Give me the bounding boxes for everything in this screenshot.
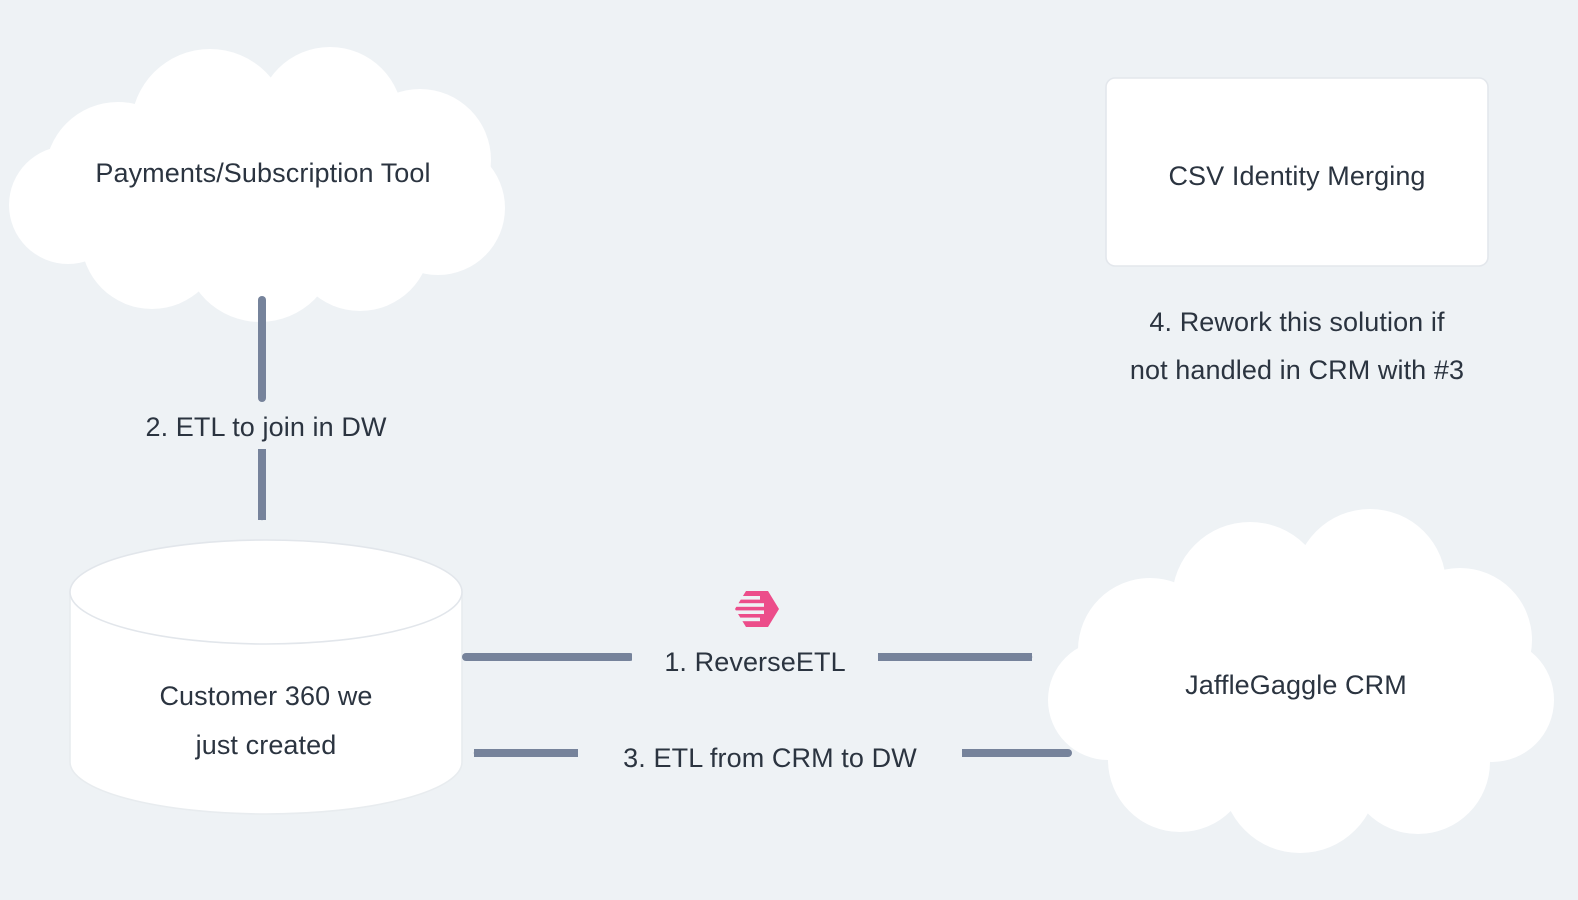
node-customer-360-warehouse[interactable] (69, 539, 463, 815)
annotation-rework-line1: 4. Rework this solution if (1149, 307, 1445, 337)
node-csv-identity-merging[interactable] (1105, 77, 1489, 267)
edge-label-etl-to-join-in-dw[interactable]: 2. ETL to join in DW (110, 406, 422, 450)
node-payments-subscription-tool[interactable] (9, 47, 505, 322)
node-jafflegaggle-crm[interactable] (1048, 509, 1554, 853)
edge-label-reverse-etl[interactable]: 1. ReverseETL (632, 641, 878, 685)
annotation-rework-line2: not handled in CRM with #3 (1129, 355, 1465, 385)
edge-label-etl-from-crm-to-dw[interactable]: 3. ETL from CRM to DW (578, 737, 962, 781)
dbt-logo-icon (733, 591, 779, 627)
